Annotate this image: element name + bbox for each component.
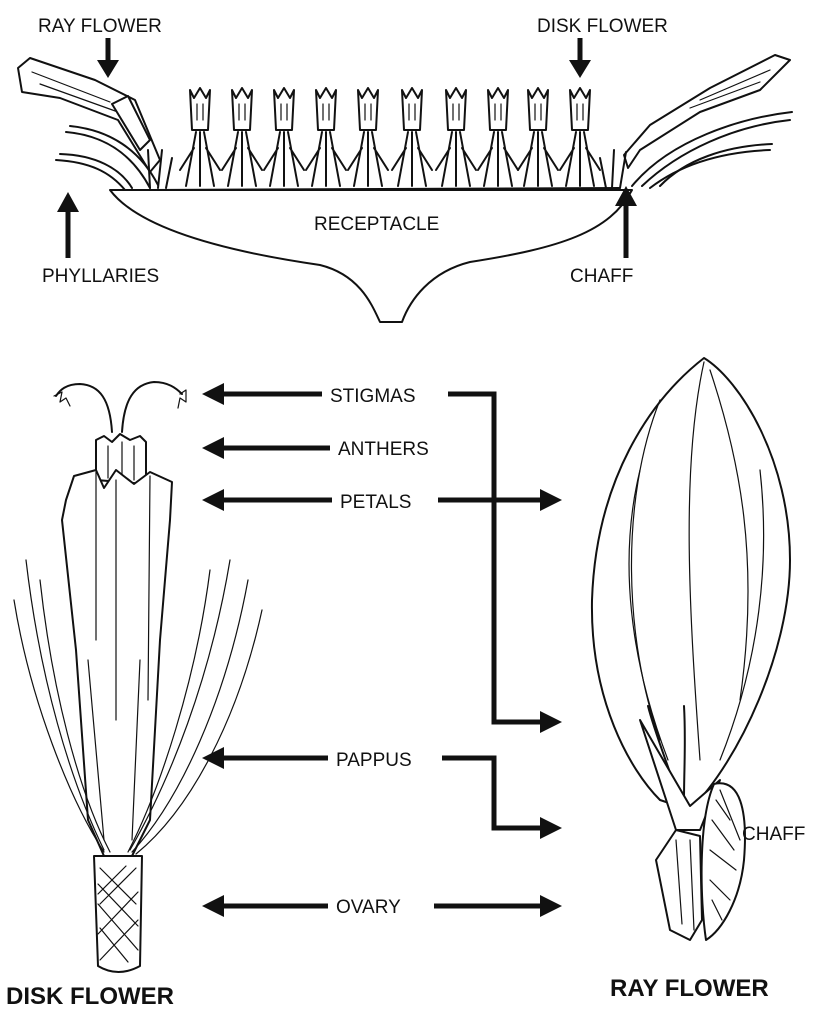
disk-floret [518, 88, 558, 186]
label-receptacle: RECEPTACLE [314, 214, 439, 235]
ray-flower-illustration: CHAFF [592, 358, 805, 940]
label-petals: PETALS [340, 492, 411, 513]
disk-floret [306, 88, 346, 186]
label-anthers: ANTHERS [338, 439, 429, 460]
caption-disk-flower: DISK FLOWER [6, 983, 174, 1010]
disk-floret [222, 88, 262, 186]
disk-floret [478, 88, 518, 186]
label-chaff-ray: CHAFF [742, 824, 805, 845]
connector-pappus-right [442, 758, 542, 828]
label-pappus: PAPPUS [336, 750, 412, 771]
label-stigmas: STIGMAS [330, 386, 416, 407]
label-phyllaries: PHYLLARIES [42, 266, 159, 287]
disk-floret [348, 88, 388, 186]
disk-flower-illustration [14, 382, 262, 972]
flower-head-cross-section: RAY FLOWER DISK FLOWER RECEPTACLE PHYLLA… [18, 16, 792, 322]
label-ray-flower-head: RAY FLOWER [38, 16, 162, 37]
connector-stigmas-right [448, 394, 542, 722]
disk-floret [264, 88, 304, 186]
receptacle-shape [110, 190, 632, 322]
phyllaries-right [624, 55, 792, 188]
caption-ray-flower: RAY FLOWER [610, 975, 769, 1002]
disk-floret [180, 88, 220, 186]
chaff-ray [702, 783, 745, 940]
label-ovary: OVARY [336, 897, 401, 918]
disk-florets-row [180, 88, 600, 186]
disk-floret [560, 88, 600, 186]
label-disk-flower-head: DISK FLOWER [537, 16, 668, 37]
part-labels: STIGMAS ANTHERS PETALS PAPPUS OVARY [202, 383, 562, 918]
disk-floret [436, 88, 476, 186]
phyllaries-left [18, 58, 160, 190]
label-chaff-head: CHAFF [570, 266, 633, 287]
disk-floret [392, 88, 432, 186]
